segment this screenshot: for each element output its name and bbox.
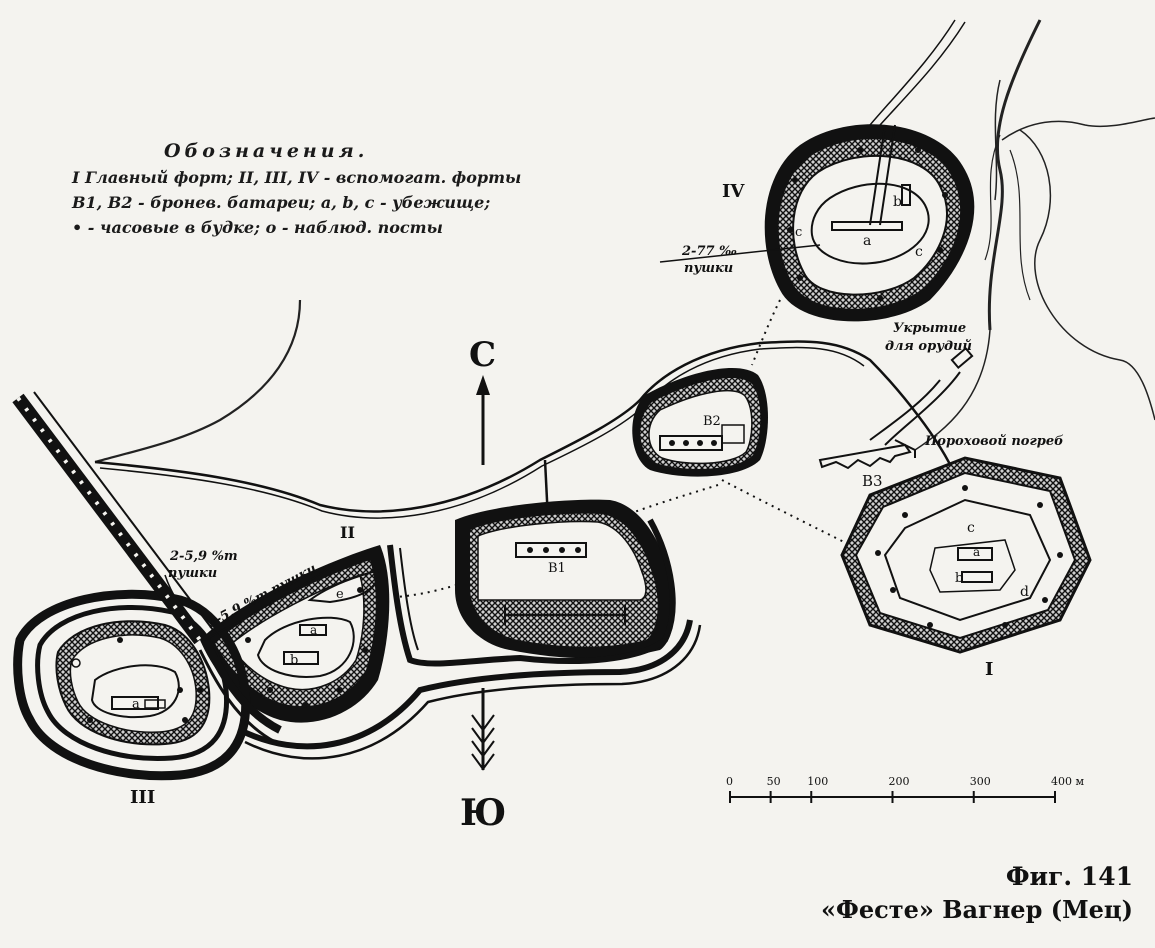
scale-tick-label: 50: [767, 775, 781, 788]
compass-north-label: С: [469, 335, 496, 375]
shelter-a-i: a: [973, 545, 980, 559]
shelter-a-ii: a: [310, 623, 317, 637]
gun-lines: [164, 559, 341, 641]
shelter-e-ii: e: [336, 587, 344, 602]
legend-line-2: B1, B2 - бронев. батареи; a, b, c - убеж…: [72, 193, 491, 212]
scale-tick-label: 400 м: [1051, 775, 1084, 788]
guns-77-sub: пушки: [684, 261, 733, 276]
gun-shelter: Укрытие для орудий: [885, 321, 974, 370]
figure-number: Фиг. 141: [1005, 862, 1133, 891]
shelter-c-i: c: [967, 520, 975, 536]
scale-tick-label: 300: [970, 775, 991, 788]
scale-bar: 0 50 100 200 300 400 м: [726, 775, 1084, 803]
fort-iii-label: III: [130, 787, 155, 808]
legend: Обозначения. I Главный форт; II, III, IV…: [72, 140, 632, 237]
gun-shelter-label-2: для орудий: [885, 339, 972, 354]
railway: [12, 391, 217, 645]
shelter-a-iv: a: [863, 233, 871, 249]
compass-south-label: Ю: [460, 792, 506, 834]
figure-caption: Фиг. 141 «Фесте» Вагнер (Мец): [821, 862, 1133, 924]
compass: С Ю: [460, 335, 506, 834]
scale-tick-label: 0: [726, 775, 733, 788]
legend-line-1: I Главный форт; II, III, IV - вспомогат.…: [72, 168, 522, 187]
connecting-roads: [94, 340, 961, 521]
fort-ii-label: II: [340, 523, 355, 542]
fort-iv-label: IV: [722, 181, 745, 202]
shelter-a-iii: a: [132, 697, 140, 712]
battery-b3-label: B3: [862, 472, 883, 490]
guns-59-a-sub: пушки: [168, 566, 217, 581]
shelter-c-iv-left: c: [795, 225, 802, 240]
battery-b2-label: B2: [703, 414, 721, 429]
roads: [94, 19, 1155, 464]
battery-b1-label: B1: [548, 561, 566, 576]
shelter-b-iv: b: [893, 194, 902, 210]
guns-59-a-label: 2-5,9 %m: [169, 549, 238, 564]
shelter-d-i: d: [1020, 584, 1029, 600]
battery-b3: B3 Пороховой погреб: [818, 434, 1064, 490]
legend-line-3: • - часовые в будке; о - наблюд. посты: [72, 218, 443, 237]
fort-i: c a b d I: [840, 456, 1092, 680]
gun-shelter-label-1: Укрытие: [893, 321, 966, 336]
shelter-b-ii: b: [290, 653, 298, 668]
shelter-c-iv: c: [915, 244, 923, 260]
guns-77-label: 2-77 ‰: [681, 244, 737, 259]
shelter-b-i: b: [955, 571, 963, 586]
scale-tick-label: 200: [889, 775, 910, 788]
battery-b2: B2: [632, 367, 768, 477]
main-enclosure: [238, 518, 702, 760]
scale-tick-label: 100: [807, 775, 828, 788]
legend-title: Обозначения.: [164, 140, 369, 162]
fort-i-label: I: [985, 659, 993, 680]
guns-77-annotation: 2-77 ‰ пушки: [659, 244, 821, 276]
figure-title: «Фесте» Вагнер (Мец): [821, 895, 1133, 924]
connector-ii-iii: [198, 638, 282, 744]
fort-iv: IV a b c c: [722, 19, 975, 322]
battery-b1: B1: [455, 499, 675, 659]
fort-iii: a III: [13, 589, 251, 808]
powder-magazine-label: Пороховой погреб: [924, 434, 1064, 449]
